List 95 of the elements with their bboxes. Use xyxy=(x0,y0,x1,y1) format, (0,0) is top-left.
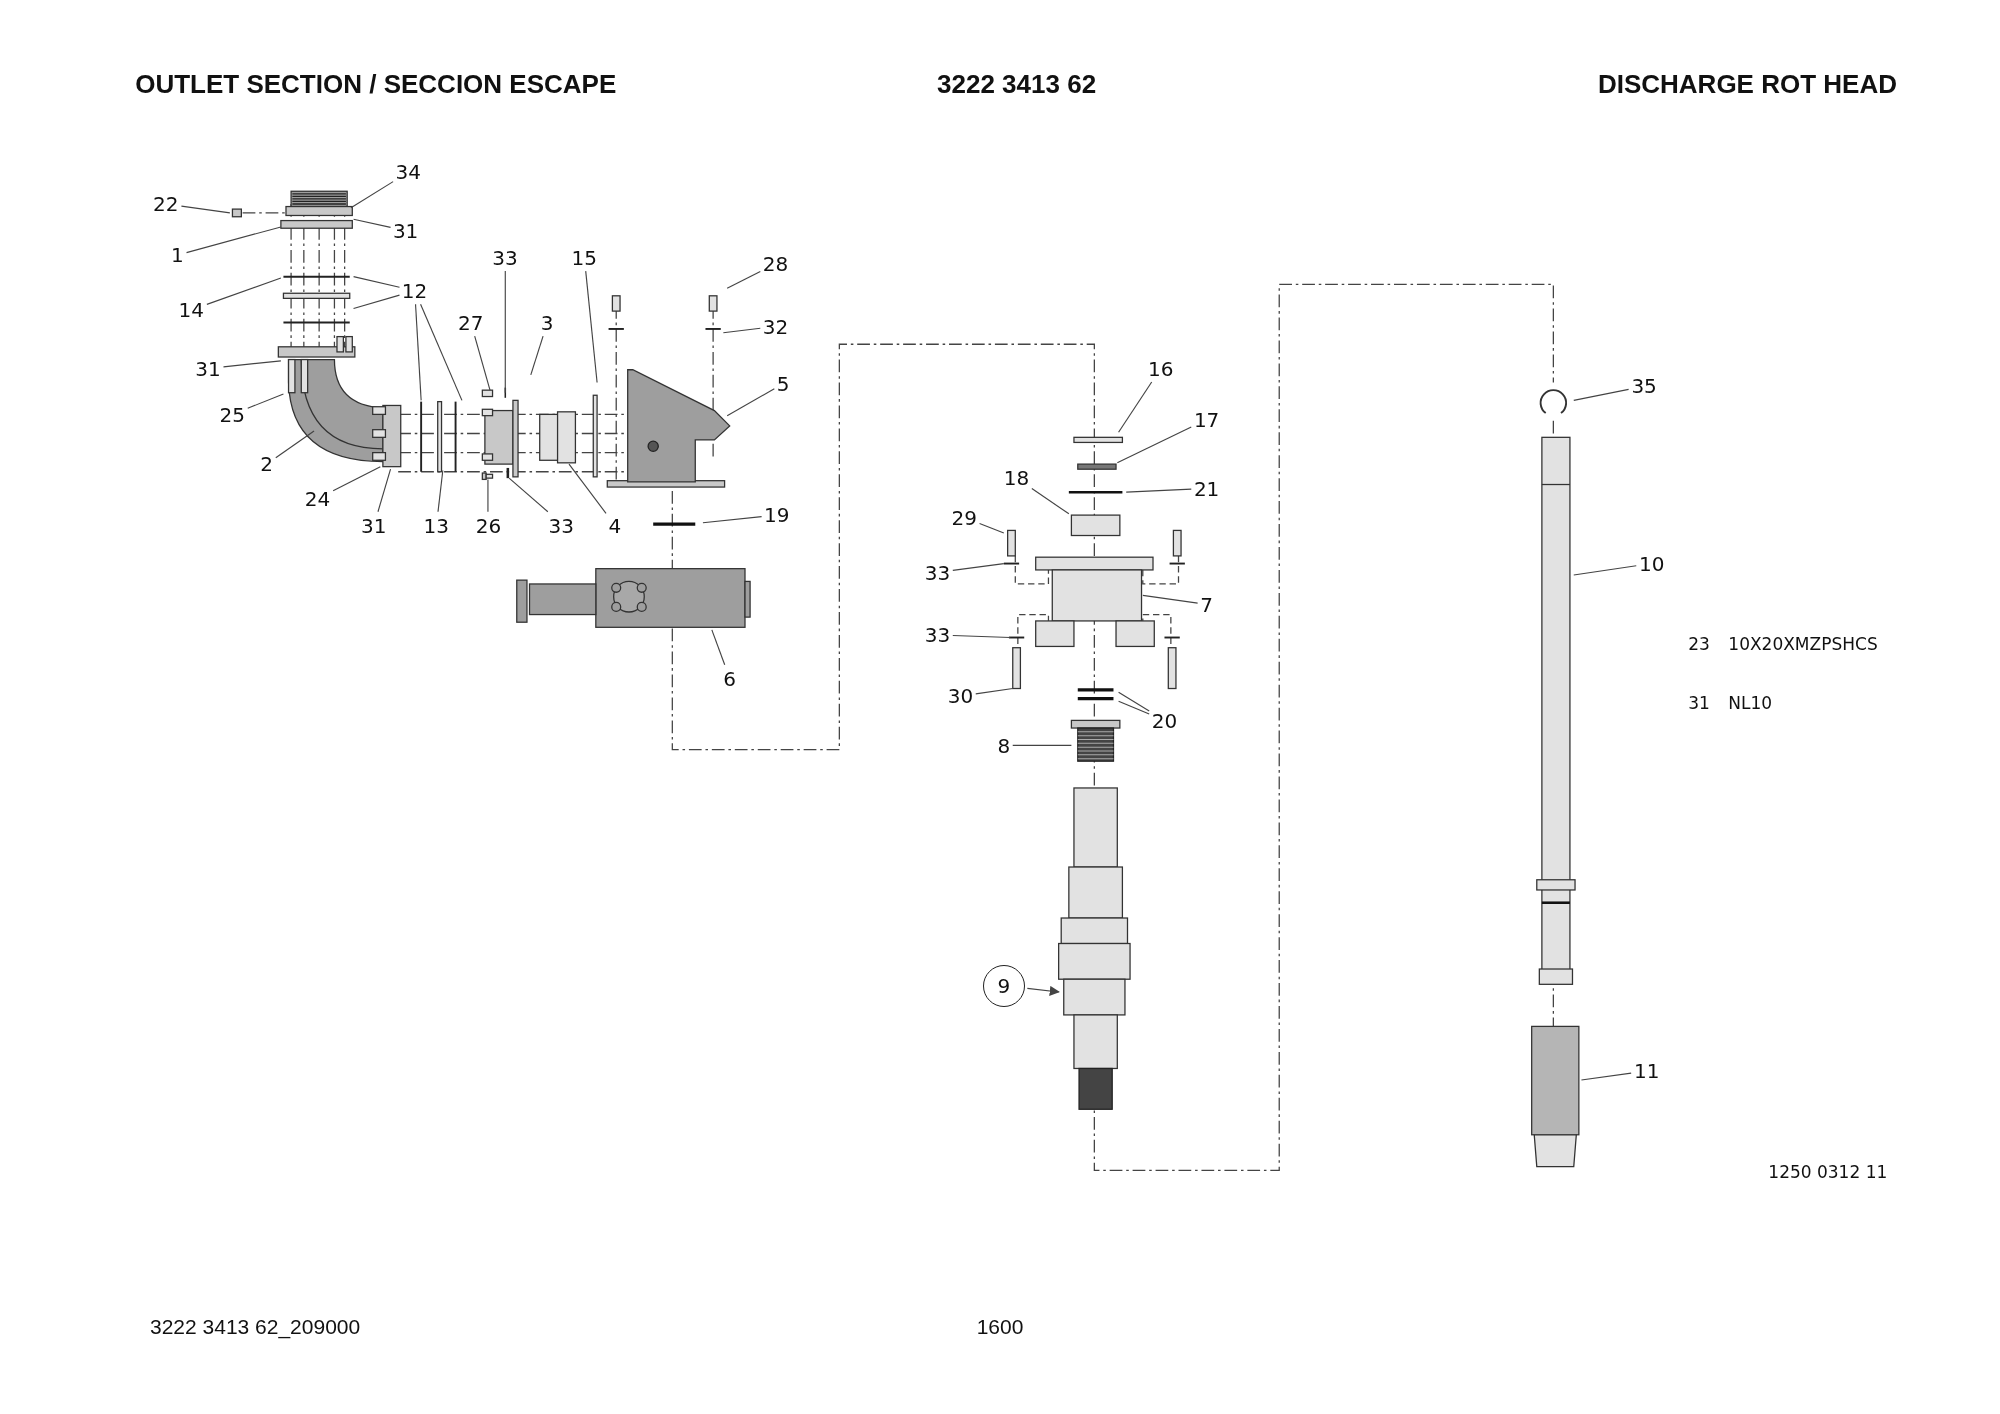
part-number: 3222 3413 62 xyxy=(937,69,1097,99)
callout-number: 15 xyxy=(571,246,597,269)
callout-number: 5 xyxy=(776,372,790,395)
leader-line xyxy=(952,634,1011,639)
item-number: 31 xyxy=(1688,693,1710,713)
leader-line xyxy=(185,226,282,254)
callout-number: 26 xyxy=(475,514,502,537)
leader-line xyxy=(1118,691,1150,712)
leader-line xyxy=(1118,381,1153,433)
leader-line xyxy=(206,277,282,305)
callout-number: 2 xyxy=(260,453,273,476)
callout-number: 9 xyxy=(982,964,1025,1007)
callout-number: 11 xyxy=(1633,1060,1660,1083)
leader-line xyxy=(952,563,1005,571)
callout-number: 25 xyxy=(219,403,245,426)
callout-number: 1 xyxy=(170,244,184,267)
callout-number: 31 xyxy=(195,357,221,380)
leader-line xyxy=(414,303,422,401)
leader-line xyxy=(1142,594,1199,604)
callout-number: 13 xyxy=(423,514,449,537)
callout-number: 3 xyxy=(540,311,554,334)
page-heading: DISCHARGE ROT HEAD xyxy=(1597,69,1897,99)
callout-number: 18 xyxy=(1003,467,1030,490)
part-code: NL10 xyxy=(1728,693,1773,713)
callout-number: 24 xyxy=(304,487,331,510)
leader-line xyxy=(726,388,775,417)
leader-line xyxy=(1012,744,1072,746)
callout-number: 27 xyxy=(457,311,484,334)
leader-line xyxy=(1118,700,1150,715)
callout-number: 28 xyxy=(762,253,789,275)
callout-number: 33 xyxy=(924,624,951,647)
callout-number: 35 xyxy=(1631,375,1657,398)
leader-line xyxy=(1031,488,1070,515)
page-heading: OUTLET SECTION / SECCION ESCAPE xyxy=(135,69,617,99)
leader-line xyxy=(504,270,506,394)
callout-number: 10 xyxy=(1639,552,1665,575)
callout-number: 17 xyxy=(1193,408,1220,431)
leader-line xyxy=(1580,1072,1632,1081)
callout-number: 7 xyxy=(1200,593,1213,616)
leader-line xyxy=(437,469,444,513)
washer-symbol xyxy=(506,467,510,479)
callout-number: 30 xyxy=(947,685,974,708)
leader-line xyxy=(247,393,284,409)
leader-line xyxy=(180,205,231,214)
leader-line xyxy=(722,327,761,334)
leader-line xyxy=(353,218,392,228)
callout-number: 22 xyxy=(153,193,179,216)
page-number: 1600 xyxy=(976,1314,1024,1339)
leader-line xyxy=(377,468,392,513)
leader-arrow xyxy=(1026,985,1060,996)
leader-line xyxy=(975,687,1014,695)
leader-line xyxy=(726,271,761,289)
callout-number: 14 xyxy=(178,298,205,321)
leader-line xyxy=(530,335,544,376)
callout-number: 6 xyxy=(723,667,736,690)
callout-number: 29 xyxy=(951,506,977,529)
leader-line xyxy=(1125,488,1192,493)
leader-line xyxy=(350,181,394,209)
callout-number: 8 xyxy=(997,735,1011,758)
drawing-number: 1250 0312 11 xyxy=(1768,1162,1888,1182)
callout-number: 19 xyxy=(764,504,790,527)
callout-number: 21 xyxy=(1193,477,1220,500)
bolt-drawing xyxy=(481,472,494,481)
leader-line xyxy=(979,523,1005,534)
leader-line xyxy=(702,516,763,524)
callout-number: 33 xyxy=(492,246,518,269)
leader-line xyxy=(275,430,315,459)
leader-line xyxy=(222,360,282,368)
leader-line xyxy=(1573,565,1637,576)
leader-line xyxy=(474,335,491,391)
leader-line xyxy=(508,477,549,513)
callout-number: 12 xyxy=(401,279,428,302)
callout-number: 32 xyxy=(762,315,789,338)
leader-line xyxy=(568,463,607,514)
callout-number: 4 xyxy=(608,514,622,537)
threaded-nipple-drawing xyxy=(1070,719,1121,762)
callout-number: 20 xyxy=(1151,709,1178,732)
callout-number: 16 xyxy=(1148,357,1174,380)
leader-line xyxy=(420,303,463,401)
leader-line xyxy=(353,276,401,288)
part-code: 10X20XMZPSHCS xyxy=(1728,634,1878,654)
callout-number: 33 xyxy=(548,514,574,537)
leader-line xyxy=(1573,388,1630,401)
callout-number: 31 xyxy=(392,219,419,242)
leader-line xyxy=(585,270,598,384)
leader-line xyxy=(711,629,726,666)
leader-line xyxy=(1116,426,1192,464)
leader-line xyxy=(332,466,381,492)
document-number: 3222 3413 62_209000 xyxy=(150,1314,361,1339)
item-number: 23 xyxy=(1688,634,1710,654)
callout-number: 34 xyxy=(395,161,421,184)
callout-number: 33 xyxy=(924,561,951,584)
leader-line xyxy=(487,478,489,513)
callout-number: 31 xyxy=(361,514,387,537)
leader-line xyxy=(353,294,401,310)
